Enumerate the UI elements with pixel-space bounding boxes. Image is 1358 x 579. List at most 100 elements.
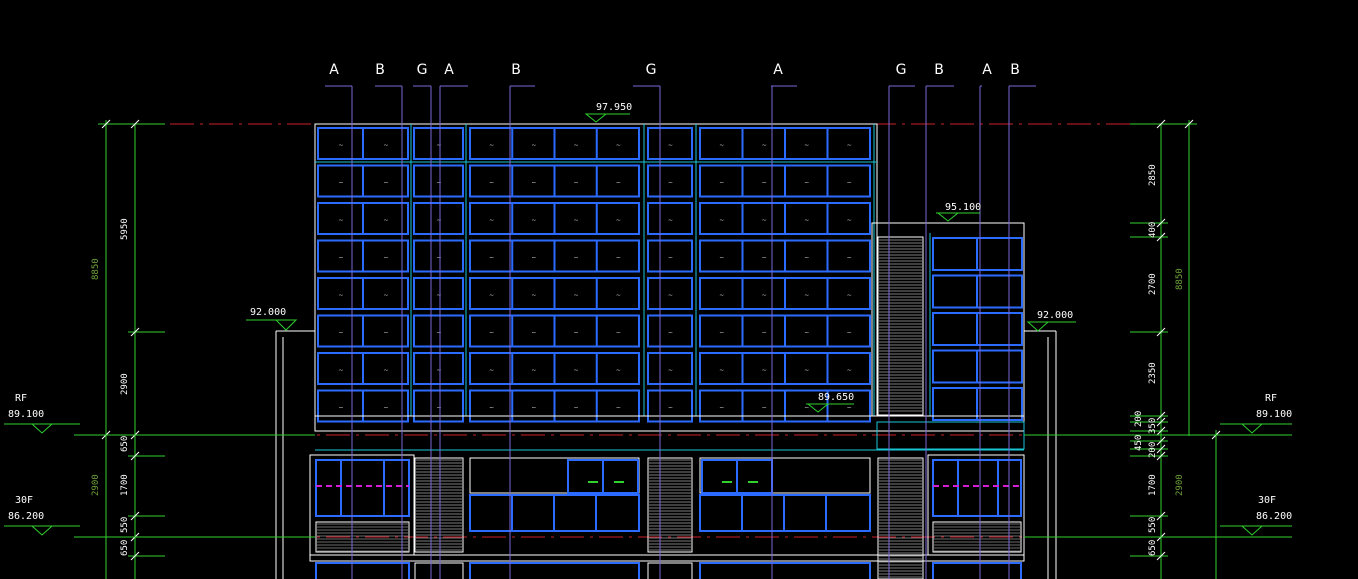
louver-stair: [877, 457, 924, 579]
window-tag: ~: [437, 367, 442, 374]
louver-mid: [647, 457, 693, 553]
window-tag: ~: [437, 217, 442, 224]
dim-tick: [130, 511, 140, 521]
right-dimension-texts: 8850 2900 2850 400 2700 2350 200 350 450…: [1134, 164, 1185, 556]
grid-label-1: A: [329, 62, 339, 78]
window-tag: ~: [762, 367, 767, 374]
grid-label-11: B: [1010, 62, 1020, 78]
window-r1-c2: [413, 127, 464, 160]
grid-label-8: G: [896, 62, 907, 78]
level-right-rf-name: RF: [1265, 393, 1277, 404]
window-tag: ~: [384, 142, 389, 149]
window-tag: ~: [847, 330, 852, 337]
window-tag: ~: [762, 217, 767, 224]
window-tag: ~: [668, 255, 673, 262]
window-tag: ~: [574, 180, 579, 187]
louver-left: [414, 457, 464, 553]
window-tag: ~: [489, 367, 494, 374]
dim-left-inner-2: 2900: [120, 373, 130, 395]
louver-29f-2: [647, 562, 693, 579]
dim-tick: [1156, 232, 1166, 242]
window-tag: ~: [339, 292, 344, 299]
dim-right-inner-7: 450: [1134, 435, 1144, 451]
dim-tick: [130, 451, 140, 461]
window-tag: ~: [489, 180, 494, 187]
window-tag: ~: [847, 367, 852, 374]
window-r2-c4: [647, 164, 693, 198]
level-marker-left-30f: 30F 86.200: [4, 495, 80, 536]
balcony-right: [927, 454, 1025, 556]
window-tag: ~: [339, 142, 344, 149]
balcony-left: [309, 454, 415, 556]
dim-right-inner-8: 200: [1148, 442, 1158, 458]
window-tag: ~: [531, 142, 536, 149]
window-tag: ~: [384, 217, 389, 224]
window-tag: ~: [804, 255, 809, 262]
left-dimension-chain: [74, 119, 315, 579]
window-tag: ~: [847, 142, 852, 149]
window-tag: ~: [616, 217, 621, 224]
window-tag: ~: [762, 405, 767, 412]
window-tag: ~: [668, 292, 673, 299]
dim-right-inner-10: 550: [1148, 517, 1158, 533]
window-tag: ~: [804, 142, 809, 149]
window-tag: ~: [762, 180, 767, 187]
dim-right-inner-3: 2700: [1148, 273, 1158, 295]
elevation-right-parapet: 92.000: [1037, 310, 1073, 321]
window-tag: ~: [384, 405, 389, 412]
window-tag: ~: [616, 330, 621, 337]
grid-axis-labels: A B G A B G A G B A B: [329, 62, 1020, 78]
dim-tick: [1156, 426, 1166, 436]
window-tag: ~: [489, 142, 494, 149]
window-tag: ~: [531, 217, 536, 224]
window-tag: ~: [719, 217, 724, 224]
dim-left-outer-2: 2900: [91, 474, 101, 496]
dim-tick: [1156, 451, 1166, 461]
window-tag: ~: [616, 405, 621, 412]
window-tag: ~: [847, 180, 852, 187]
dim-right-inner-9: 1700: [1148, 474, 1158, 496]
elevation-marker-mid: 89.650: [806, 392, 854, 413]
window-tag: ~: [339, 255, 344, 262]
grid-label-3: G: [417, 62, 428, 78]
window-r2-c2: [413, 164, 464, 198]
level-right-rf-value: 89.100: [1256, 409, 1292, 420]
grid-label-4: A: [444, 62, 454, 78]
level-right-30f-value: 86.200: [1256, 511, 1292, 522]
window-tag: ~: [531, 405, 536, 412]
dim-tick: [1156, 436, 1166, 446]
window-tag: ~: [804, 217, 809, 224]
louver-29f-1: [414, 562, 464, 579]
balcony-left-window: [315, 459, 410, 517]
window-tag: ~: [668, 180, 673, 187]
dim-tick: [1156, 119, 1166, 129]
grid-label-6: G: [646, 62, 657, 78]
level-left-30f-name: 30F: [15, 495, 33, 506]
window-tag: ~: [616, 255, 621, 262]
window-tag: ~: [437, 180, 442, 187]
window-tag: ~: [339, 367, 344, 374]
window-tag: ~: [719, 142, 724, 149]
window-29f-3: [699, 562, 871, 579]
grid-label-10: A: [982, 62, 992, 78]
window-29f-4: [932, 562, 1022, 579]
window-tag: ~: [847, 405, 852, 412]
window-tag: ~: [804, 292, 809, 299]
balcony-right-window: [932, 459, 1022, 517]
window-tag: ~: [668, 217, 673, 224]
slab-29f: [309, 554, 1025, 562]
window-tag: ~: [384, 255, 389, 262]
window-tag: ~: [437, 330, 442, 337]
window-tag: ~: [574, 292, 579, 299]
window-tag: ~: [574, 217, 579, 224]
dim-tick: [1184, 119, 1194, 129]
roof-slab: [314, 415, 1025, 432]
dim-tick: [1156, 511, 1166, 521]
window-tag: ~: [489, 292, 494, 299]
elevation-marker-left-parapet: 92.000: [246, 307, 298, 331]
window-tag: ~: [489, 330, 494, 337]
window-tag: ~: [531, 180, 536, 187]
window-tag: ~: [574, 367, 579, 374]
window-tag: ~: [616, 367, 621, 374]
window-tag: ~: [847, 255, 852, 262]
